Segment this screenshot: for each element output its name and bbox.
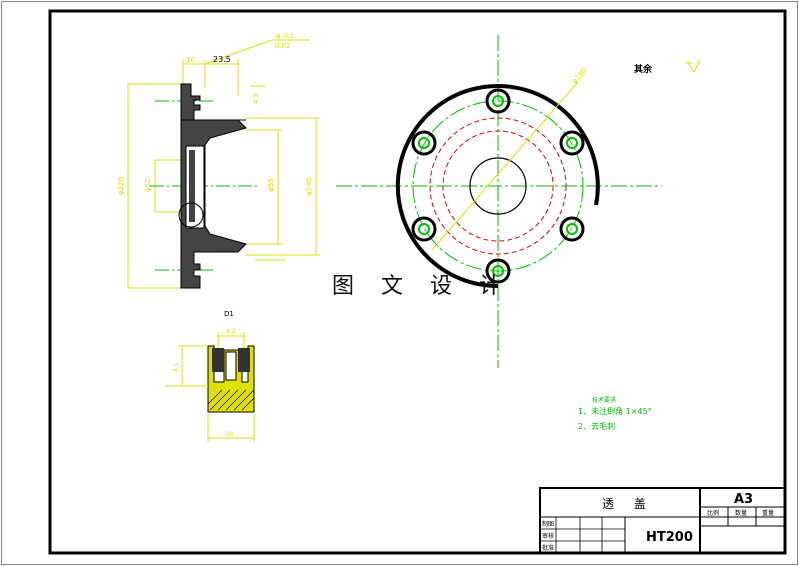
tech-req-item1: 1、未注倒角 1×45°	[578, 406, 652, 416]
row-drawn: 制图	[542, 520, 554, 528]
flange-profile	[180, 83, 247, 289]
svg-text:0.02: 0.02	[275, 42, 291, 50]
sheet-size: A3	[734, 492, 753, 507]
part-name: 透 盖	[602, 497, 654, 511]
detail-dim-top: 4.2	[226, 328, 236, 335]
svg-text:φ220: φ220	[117, 177, 125, 195]
dim-width-text: 23.5	[213, 55, 231, 64]
drawing-border	[48, 9, 787, 555]
col-qty: 数量	[735, 509, 747, 517]
detail-label: D1	[224, 310, 234, 318]
bolt-holes	[411, 88, 585, 284]
detail-dim-left: 4.1	[173, 362, 180, 372]
svg-text:φ 0.1: φ 0.1	[276, 32, 294, 40]
row-approved: 批准	[542, 544, 554, 552]
side-section-view: φ220 φ52 φ140 φ95 4.5 10 0.02 φ 0.1 23.5	[117, 32, 320, 289]
svg-text:φ180: φ180	[571, 67, 589, 86]
svg-text:4.5: 4.5	[252, 93, 260, 104]
front-view: φ180	[336, 35, 662, 368]
row-checked: 审核	[542, 532, 554, 540]
watermark-text: 图 文 设 计	[332, 274, 511, 299]
svg-text:10: 10	[186, 56, 195, 64]
title-block	[539, 487, 786, 554]
technical-requirements: 技术要求 1、未注倒角 1×45° 2、去毛刺	[578, 396, 652, 431]
roughness-note: 其余	[634, 63, 653, 75]
svg-text:φ52: φ52	[144, 178, 152, 192]
detail-d1: D1 4.2 4.1 10	[165, 310, 255, 442]
svg-text:φ95: φ95	[267, 178, 275, 192]
col-scale: 比例	[707, 509, 719, 517]
tech-req-item2: 2、去毛刺	[578, 421, 615, 431]
outer-contour	[395, 84, 600, 288]
svg-text:φ140: φ140	[305, 178, 313, 196]
roughness-symbol	[687, 59, 701, 73]
col-weight: 重量	[762, 509, 774, 517]
material: HT200	[646, 530, 693, 545]
detail-dim-bottom: 10	[226, 431, 234, 438]
tech-req-heading: 技术要求	[592, 396, 616, 404]
